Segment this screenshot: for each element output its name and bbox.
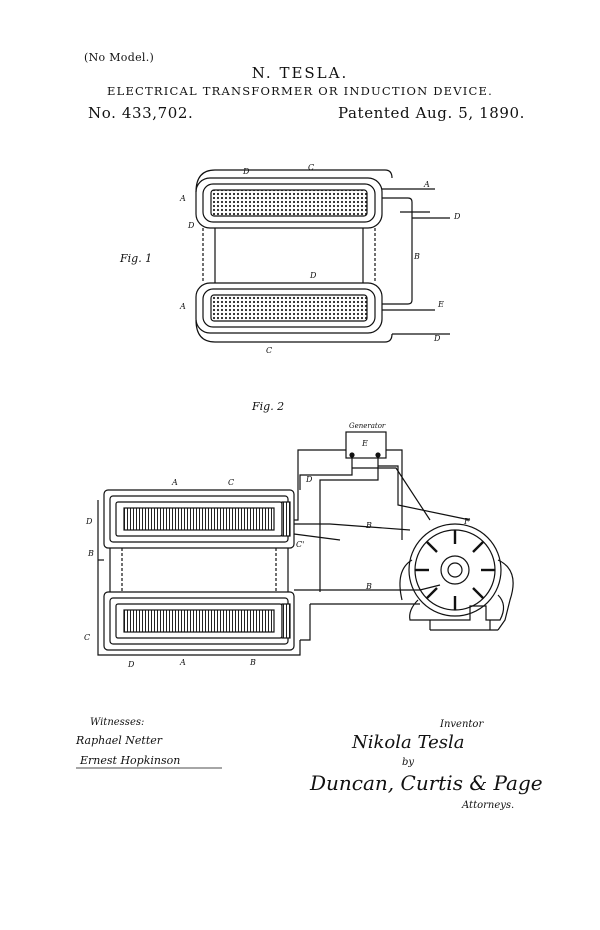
fig2-upper-coil bbox=[123, 507, 275, 531]
fig2-letter-b-upper: B bbox=[365, 521, 372, 530]
witness-1: Raphael Netter bbox=[75, 734, 163, 747]
fig2-lower-core-outer bbox=[103, 591, 295, 651]
motor bbox=[399, 523, 514, 631]
attorneys-label: Attorneys. bbox=[461, 800, 514, 811]
fig1-lower-core-inner bbox=[202, 288, 376, 328]
fig1-upper-core-outer bbox=[195, 177, 383, 229]
patent-date: Patented Aug. 5, 1890. bbox=[338, 104, 526, 122]
figure-2-labels: Generator E A C D D B C' B B F C D A B bbox=[84, 422, 470, 669]
fig1-letter-d-left: D bbox=[187, 221, 195, 230]
fig1-letter-a-lead: A bbox=[423, 180, 430, 189]
fig1-lower-core-outer bbox=[195, 282, 383, 334]
figure-1 bbox=[195, 169, 450, 343]
by-label: by bbox=[402, 757, 414, 768]
attorneys-signature: Duncan, Curtis & Page bbox=[309, 771, 543, 795]
fig1-letter-a-upper: A bbox=[179, 194, 186, 203]
fig2-letter-d-bottom: D bbox=[127, 660, 135, 669]
signature-block: Witnesses: Raphael Netter Ernest Hopkins… bbox=[75, 717, 543, 811]
fig1-upper-coil bbox=[210, 189, 368, 217]
fig2-letter-b-bottom: B bbox=[249, 658, 256, 667]
patent-number: No. 433,702. bbox=[88, 104, 194, 122]
witnesses-label: Witnesses: bbox=[90, 717, 144, 728]
fig2-letter-d-left: D bbox=[85, 517, 93, 526]
fig2-lower-coil bbox=[123, 609, 275, 633]
fig1-letter-c-top: C bbox=[308, 163, 314, 172]
generator-letter: E bbox=[361, 439, 368, 448]
inventor-signature: Nikola Tesla bbox=[351, 732, 464, 753]
fig1-letter-e: E bbox=[437, 300, 444, 309]
fig2-letter-c-prime: C' bbox=[296, 540, 304, 549]
fig1-letter-d-bottom: D bbox=[433, 334, 441, 343]
fig1-upper-core-inner bbox=[202, 183, 376, 223]
fig2-letter-c-top: C bbox=[228, 478, 234, 487]
fig2-letter-d-lead: D bbox=[305, 475, 313, 484]
fig2-letter-f: F bbox=[463, 517, 470, 526]
fig1-letter-c-bottom: C bbox=[266, 346, 272, 355]
witness-2: Ernest Hopkinson bbox=[79, 754, 180, 767]
fig1-letter-b: B bbox=[413, 252, 420, 261]
fig2-label: Fig. 2 bbox=[251, 400, 284, 413]
figure-1-labels: Fig. 1 A A D D C D C A D B E D bbox=[119, 163, 461, 355]
fig2-letter-a-top: A bbox=[171, 478, 178, 487]
fig1-lower-coil bbox=[210, 294, 368, 322]
fig1-letter-d-top: D bbox=[242, 167, 250, 176]
fig1-letter-d-lead: D bbox=[453, 212, 461, 221]
fig1-label: Fig. 1 bbox=[119, 252, 152, 265]
fig1-letter-d-mid: D bbox=[309, 271, 317, 280]
fig2-letter-a-bottom: A bbox=[179, 658, 186, 667]
no-model-note: (No Model.) bbox=[84, 51, 155, 64]
generator-label: Generator bbox=[349, 422, 386, 430]
fig2-upper-core-outer bbox=[103, 489, 295, 549]
inventor-label: Inventor bbox=[439, 719, 484, 730]
fig2-letter-b-left: B bbox=[87, 549, 94, 558]
generator-box bbox=[345, 431, 387, 459]
fig1-letter-a-lower: A bbox=[179, 302, 186, 311]
patent-title: ELECTRICAL TRANSFORMER OR INDUCTION DEVI… bbox=[107, 84, 493, 98]
figure-2 bbox=[97, 431, 514, 656]
fig2-letter-b-lower: B bbox=[365, 582, 372, 591]
fig2-letter-c-left: C bbox=[84, 633, 90, 642]
inventor-name: N. TESLA. bbox=[251, 64, 349, 82]
